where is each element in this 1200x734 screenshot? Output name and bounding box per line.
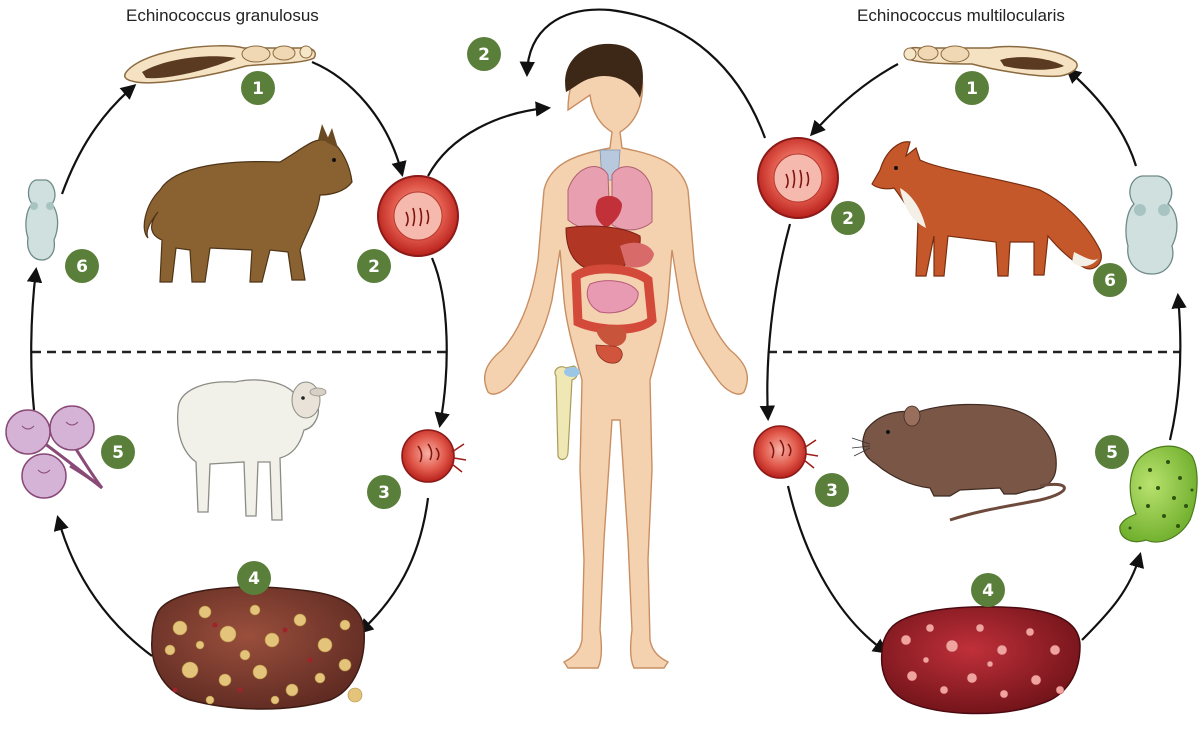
step-badge-left-6: 6 [65, 249, 99, 283]
step-badge-left-1: 1 [241, 71, 275, 105]
arrow-right-5-to-6 [1168, 292, 1187, 441]
arrow-left-3-to-4 [357, 497, 430, 635]
arrow-right-2-to-human [519, 8, 767, 139]
protoscolices-illustration [5, 405, 104, 499]
arrow-right-4-to-5 [1081, 552, 1145, 641]
arrow-left-6-to-1 [60, 84, 137, 195]
adult-tapeworm-right-illustration [903, 45, 1078, 78]
step-number: 5 [112, 443, 124, 463]
arrow-right-3-to-4 [786, 485, 889, 654]
dog-illustration [143, 124, 353, 283]
arrow-left-5-to-6 [26, 266, 43, 411]
human-figure-illustration [484, 43, 748, 669]
liver-alveolar-cyst-illustration [880, 606, 1081, 715]
step-badge-left-5: 5 [101, 435, 135, 469]
step-badge-right-2: 2 [831, 201, 865, 235]
step-number: 2 [368, 257, 380, 277]
title-left: Echinococcus granulosus [126, 6, 319, 25]
step-badge-right-1: 1 [955, 71, 989, 105]
step-badge-left-4: 4 [237, 561, 271, 595]
step-number: 3 [378, 483, 390, 503]
step-number: 2 [842, 209, 854, 229]
step-number: 4 [248, 569, 260, 589]
step-number: 1 [966, 79, 978, 99]
step-number: 6 [1104, 271, 1116, 291]
arrow-right-1-to-2 [809, 63, 899, 137]
step-number: 6 [76, 257, 88, 277]
arrow-left-1-to-2 [311, 60, 407, 177]
oncosphere-right-illustration [753, 425, 819, 479]
protoscolex-cyst-illustration [1119, 445, 1198, 543]
arrow-right-6-to-1 [1065, 67, 1138, 167]
step-badge-right-3: 3 [815, 473, 849, 507]
egg-left-illustration [377, 175, 459, 257]
step-number: 2 [478, 45, 490, 65]
step-badge-left-3: 3 [367, 475, 401, 509]
step-number: 3 [826, 481, 838, 501]
title-right: Echinococcus multilocularis [857, 6, 1065, 25]
rodent-illustration [851, 403, 1066, 522]
arrow-left-2-to-3 [430, 257, 450, 429]
step-badge-right-6: 6 [1093, 263, 1127, 297]
step-badge-right-5: 5 [1095, 435, 1129, 469]
arrow-right-2-to-3 [759, 223, 792, 422]
scolex-right-illustration [1125, 175, 1178, 275]
step-badge-right-4: 4 [971, 573, 1005, 607]
step-number: 4 [982, 581, 994, 601]
sheep-illustration [176, 379, 327, 521]
egg-right-illustration [757, 137, 839, 219]
step-badge-center-2: 2 [467, 37, 501, 71]
step-badge-left-2: 2 [357, 249, 391, 283]
oncosphere-left-illustration [401, 429, 467, 483]
adult-tapeworm-left-illustration [123, 45, 316, 84]
scolex-left-illustration [25, 179, 59, 261]
liver-hydatid-cyst-illustration [151, 586, 365, 710]
arrow-left-4-to-5 [53, 515, 153, 657]
fox-illustration [871, 141, 1102, 277]
step-number: 5 [1106, 443, 1118, 463]
step-number: 1 [252, 79, 264, 99]
arrow-left-2-to-human [427, 101, 552, 177]
